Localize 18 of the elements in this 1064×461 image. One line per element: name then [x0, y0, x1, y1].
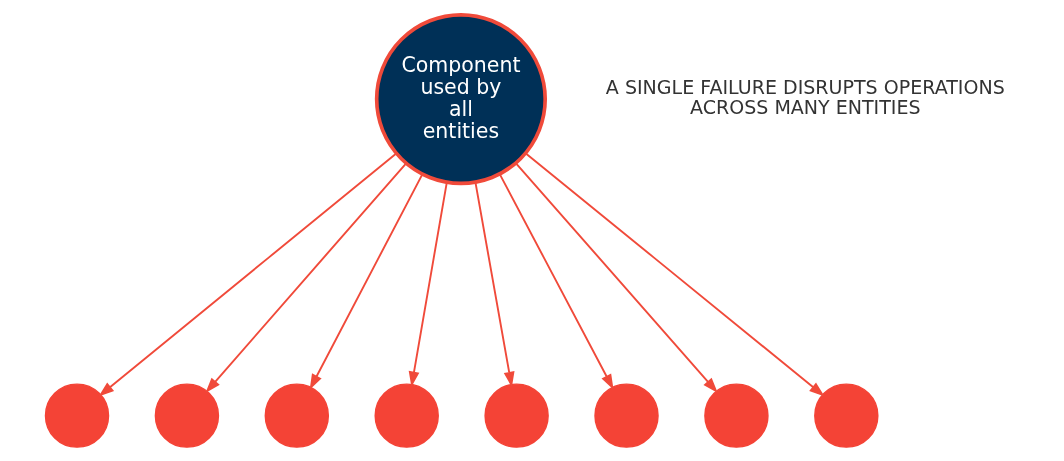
node-circle: Component used by all entities [374, 12, 548, 185]
arrow [98, 151, 398, 397]
arrow [524, 151, 825, 397]
node-circle [594, 382, 659, 448]
arrow [205, 161, 408, 393]
node-circle [374, 382, 439, 448]
arrow [309, 172, 424, 390]
node-circle [814, 382, 879, 448]
node-circle [704, 382, 769, 448]
arrow [408, 181, 448, 387]
node-circle [484, 382, 549, 448]
node-circle [44, 382, 110, 448]
arrow [498, 172, 614, 390]
node-circle [154, 382, 220, 448]
arrow [515, 161, 718, 393]
label: A SINGLE FAILURE DISRUPTS OPERATIONS ACROSS MANY ENTITIES [605, 75, 1005, 118]
node-circle [264, 382, 330, 448]
arrow [474, 180, 515, 387]
